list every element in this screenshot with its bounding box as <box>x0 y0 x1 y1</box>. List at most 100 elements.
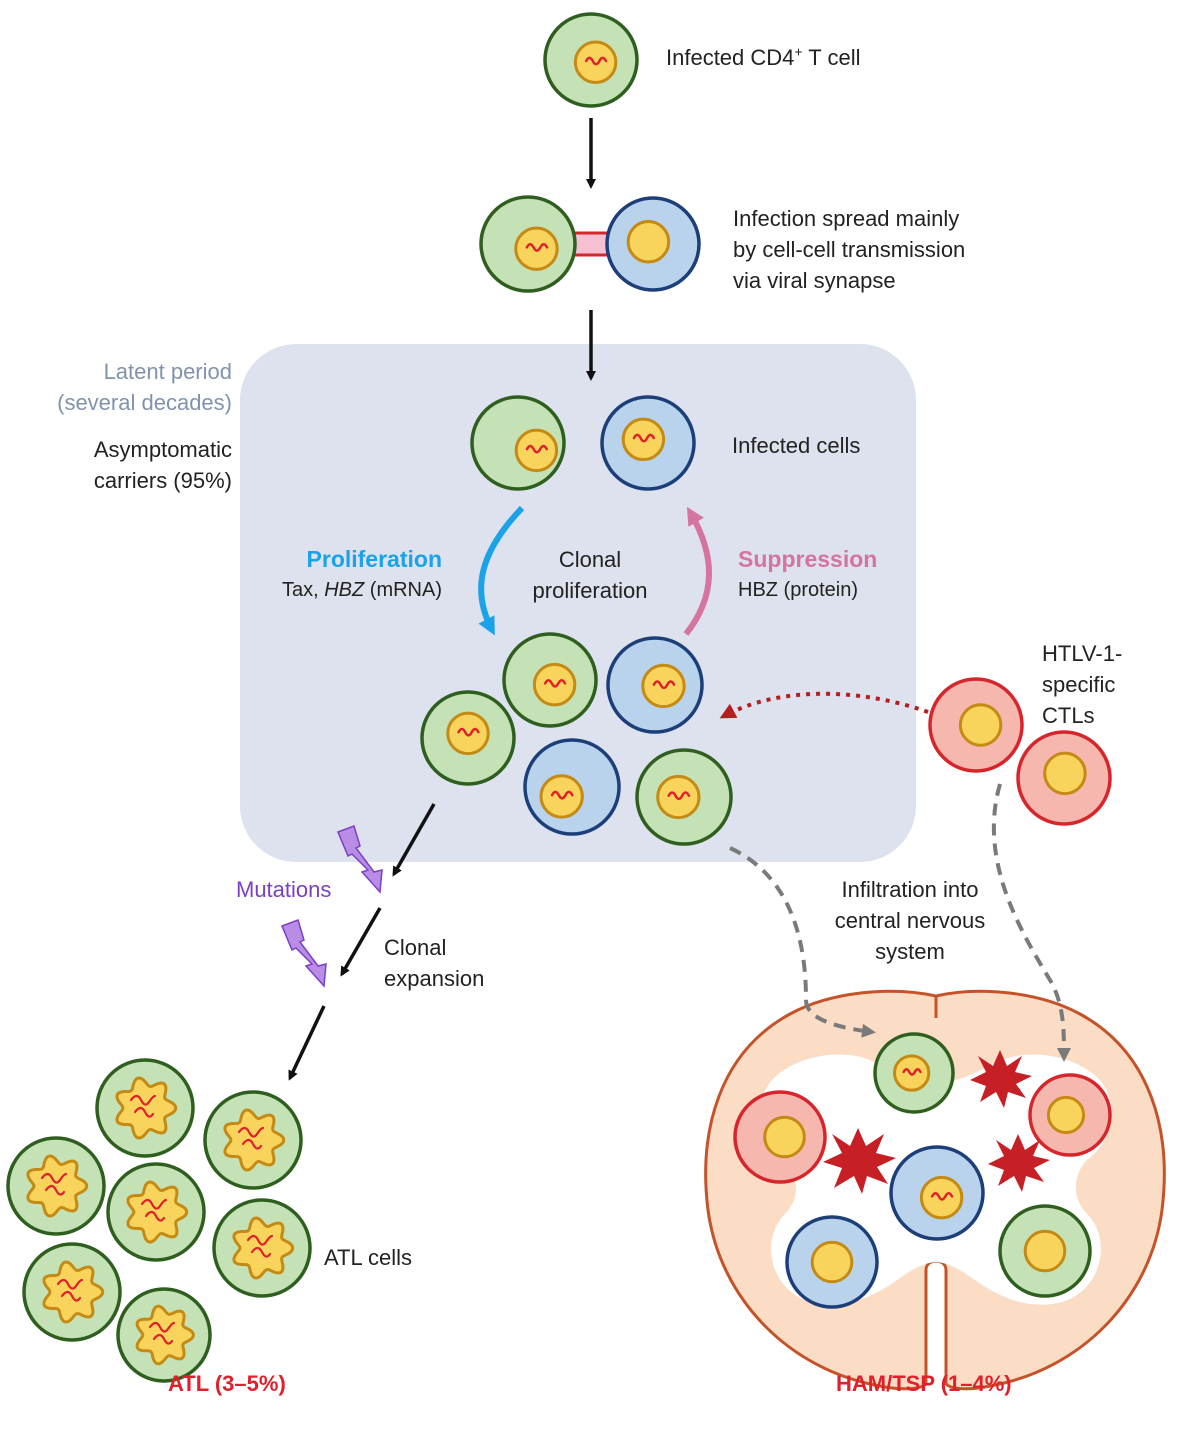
provirus-icon <box>525 242 549 252</box>
label-infiltration: Infiltration into central nervous system <box>800 874 1020 967</box>
provirus-icon <box>543 678 567 688</box>
label-ham-tsp-outcome: HAM/TSP (1–4%) <box>836 1371 1012 1396</box>
label-infiltration-line-3: system <box>875 939 945 964</box>
nucleus-icon <box>1043 751 1087 796</box>
label-spread-line-2: by cell-cell transmission <box>733 237 966 262</box>
label-clonal-line-1: Clonal <box>558 547 622 572</box>
label-mutations: Mutations <box>236 877 332 902</box>
provirus-icon <box>632 433 655 443</box>
label-prolif-tax: Tax, <box>281 579 325 601</box>
cell-layer <box>6 12 1112 1383</box>
atl-cell <box>22 1242 122 1342</box>
infected-cell <box>873 1032 955 1114</box>
flower-nucleus-icon <box>26 1154 89 1218</box>
label-latent-line-2: (several decades) <box>57 390 232 415</box>
provirus-icon <box>457 727 480 737</box>
ctl-cell <box>733 1090 827 1184</box>
lightning-icon <box>281 919 327 988</box>
provirus-icon <box>902 1068 922 1076</box>
label-expansion-line-2: expansion <box>384 966 485 991</box>
nucleus-icon <box>621 417 666 462</box>
provirus-icon <box>667 791 691 801</box>
nucleus-icon <box>514 226 559 271</box>
target-cell <box>606 636 704 734</box>
label-infected-cd4-tail: T cell <box>802 45 861 70</box>
ctl-cell <box>928 677 1024 773</box>
provirus-icon <box>525 444 548 454</box>
atl-cell <box>6 1136 106 1236</box>
target-cell <box>600 395 696 491</box>
nucleus-icon <box>641 663 686 709</box>
label-infiltration-line-1: Infiltration into <box>841 877 979 902</box>
ctl-cell <box>1028 1073 1112 1157</box>
label-infiltration-line-2: central nervous <box>834 908 986 933</box>
target-cell <box>523 738 621 836</box>
label-ctl-line-1: HTLV-1- <box>1042 641 1123 666</box>
label-latent-line-1: Latent period <box>103 359 232 384</box>
provirus-icon <box>246 1234 274 1258</box>
label-atl-outcome: ATL (3–5%) <box>168 1371 286 1396</box>
atl-cell <box>212 1198 312 1298</box>
nucleus-icon <box>763 1115 806 1159</box>
label-clonal-expansion: Clonal expansion <box>384 932 484 994</box>
infected-cell <box>635 748 733 846</box>
flower-nucleus-icon <box>135 1304 195 1366</box>
arrow-to-mutation-1 <box>392 803 436 877</box>
label-htlv1-ctls: HTLV-1- specific CTLs <box>1042 638 1122 731</box>
infected-cell <box>479 195 577 293</box>
label-latent-period: Latent period (several decades) <box>40 356 232 418</box>
label-infection-spread: Infection spread mainly by cell-cell tra… <box>733 203 965 296</box>
nucleus-icon <box>958 703 1003 747</box>
label-infected-cells: Infected cells <box>732 433 861 458</box>
flower-nucleus-icon <box>232 1216 295 1280</box>
atl-cell <box>106 1162 206 1262</box>
label-infected-cd4-sup: + <box>794 43 803 60</box>
provirus-icon <box>584 56 608 66</box>
infiltration-arrow-ctl <box>991 783 1071 1062</box>
label-prolif-hbz: HBZ <box>324 579 365 601</box>
label-asymptomatic-carriers: Asymptomatic carriers (95%) <box>40 434 232 496</box>
atl-cell <box>95 1058 195 1158</box>
nucleus-icon <box>810 1240 854 1284</box>
latent-period-box <box>240 344 916 862</box>
arrow-to-atl <box>288 1005 326 1081</box>
nucleus-icon <box>539 774 584 819</box>
label-ctl-line-2: specific <box>1042 672 1116 697</box>
provirus-icon <box>129 1094 157 1118</box>
infected-cell <box>502 632 598 728</box>
ctl-cell <box>1016 730 1112 826</box>
label-spread-line-1: Infection spread mainly <box>733 206 960 231</box>
infected-cell <box>470 395 566 491</box>
label-suppression-sub: HBZ (protein) <box>738 579 859 601</box>
atl-cell <box>116 1287 212 1383</box>
label-suppression-title: Suppression <box>738 546 878 572</box>
burst-icon <box>988 1134 1050 1192</box>
nucleus-icon <box>532 662 577 707</box>
arrow-to-mutation-2 <box>340 907 382 977</box>
label-expansion-line-1: Clonal <box>384 935 447 960</box>
nucleus-icon <box>1046 1095 1086 1135</box>
label-prolif-mrna: (mRNA) <box>364 579 442 601</box>
label-asymp-line-2: carriers (95%) <box>93 468 232 493</box>
burst-icon <box>970 1050 1032 1108</box>
label-clonal-line-2: proliferation <box>532 578 648 603</box>
flower-nucleus-icon <box>223 1108 286 1172</box>
provirus-icon <box>237 1126 265 1150</box>
nucleus-icon <box>893 1054 931 1092</box>
label-spread-line-3: via viral synapse <box>733 268 896 293</box>
label-atl-cells: ATL cells <box>324 1245 413 1270</box>
infected-cell <box>543 12 639 108</box>
provirus-icon <box>56 1278 84 1302</box>
nucleus-icon <box>514 428 559 473</box>
infiltration-arrow-infected <box>729 846 876 1038</box>
nucleus-icon <box>626 219 671 264</box>
nucleus-icon <box>446 711 490 756</box>
target-cell <box>889 1145 985 1241</box>
label-suppression: Suppression HBZ (protein) <box>738 544 877 606</box>
proliferation-arrow <box>478 505 525 636</box>
burst-icon <box>823 1128 896 1194</box>
lightning-icon <box>337 825 383 894</box>
infected-cell <box>998 1204 1092 1298</box>
suppression-arrow <box>683 506 712 636</box>
